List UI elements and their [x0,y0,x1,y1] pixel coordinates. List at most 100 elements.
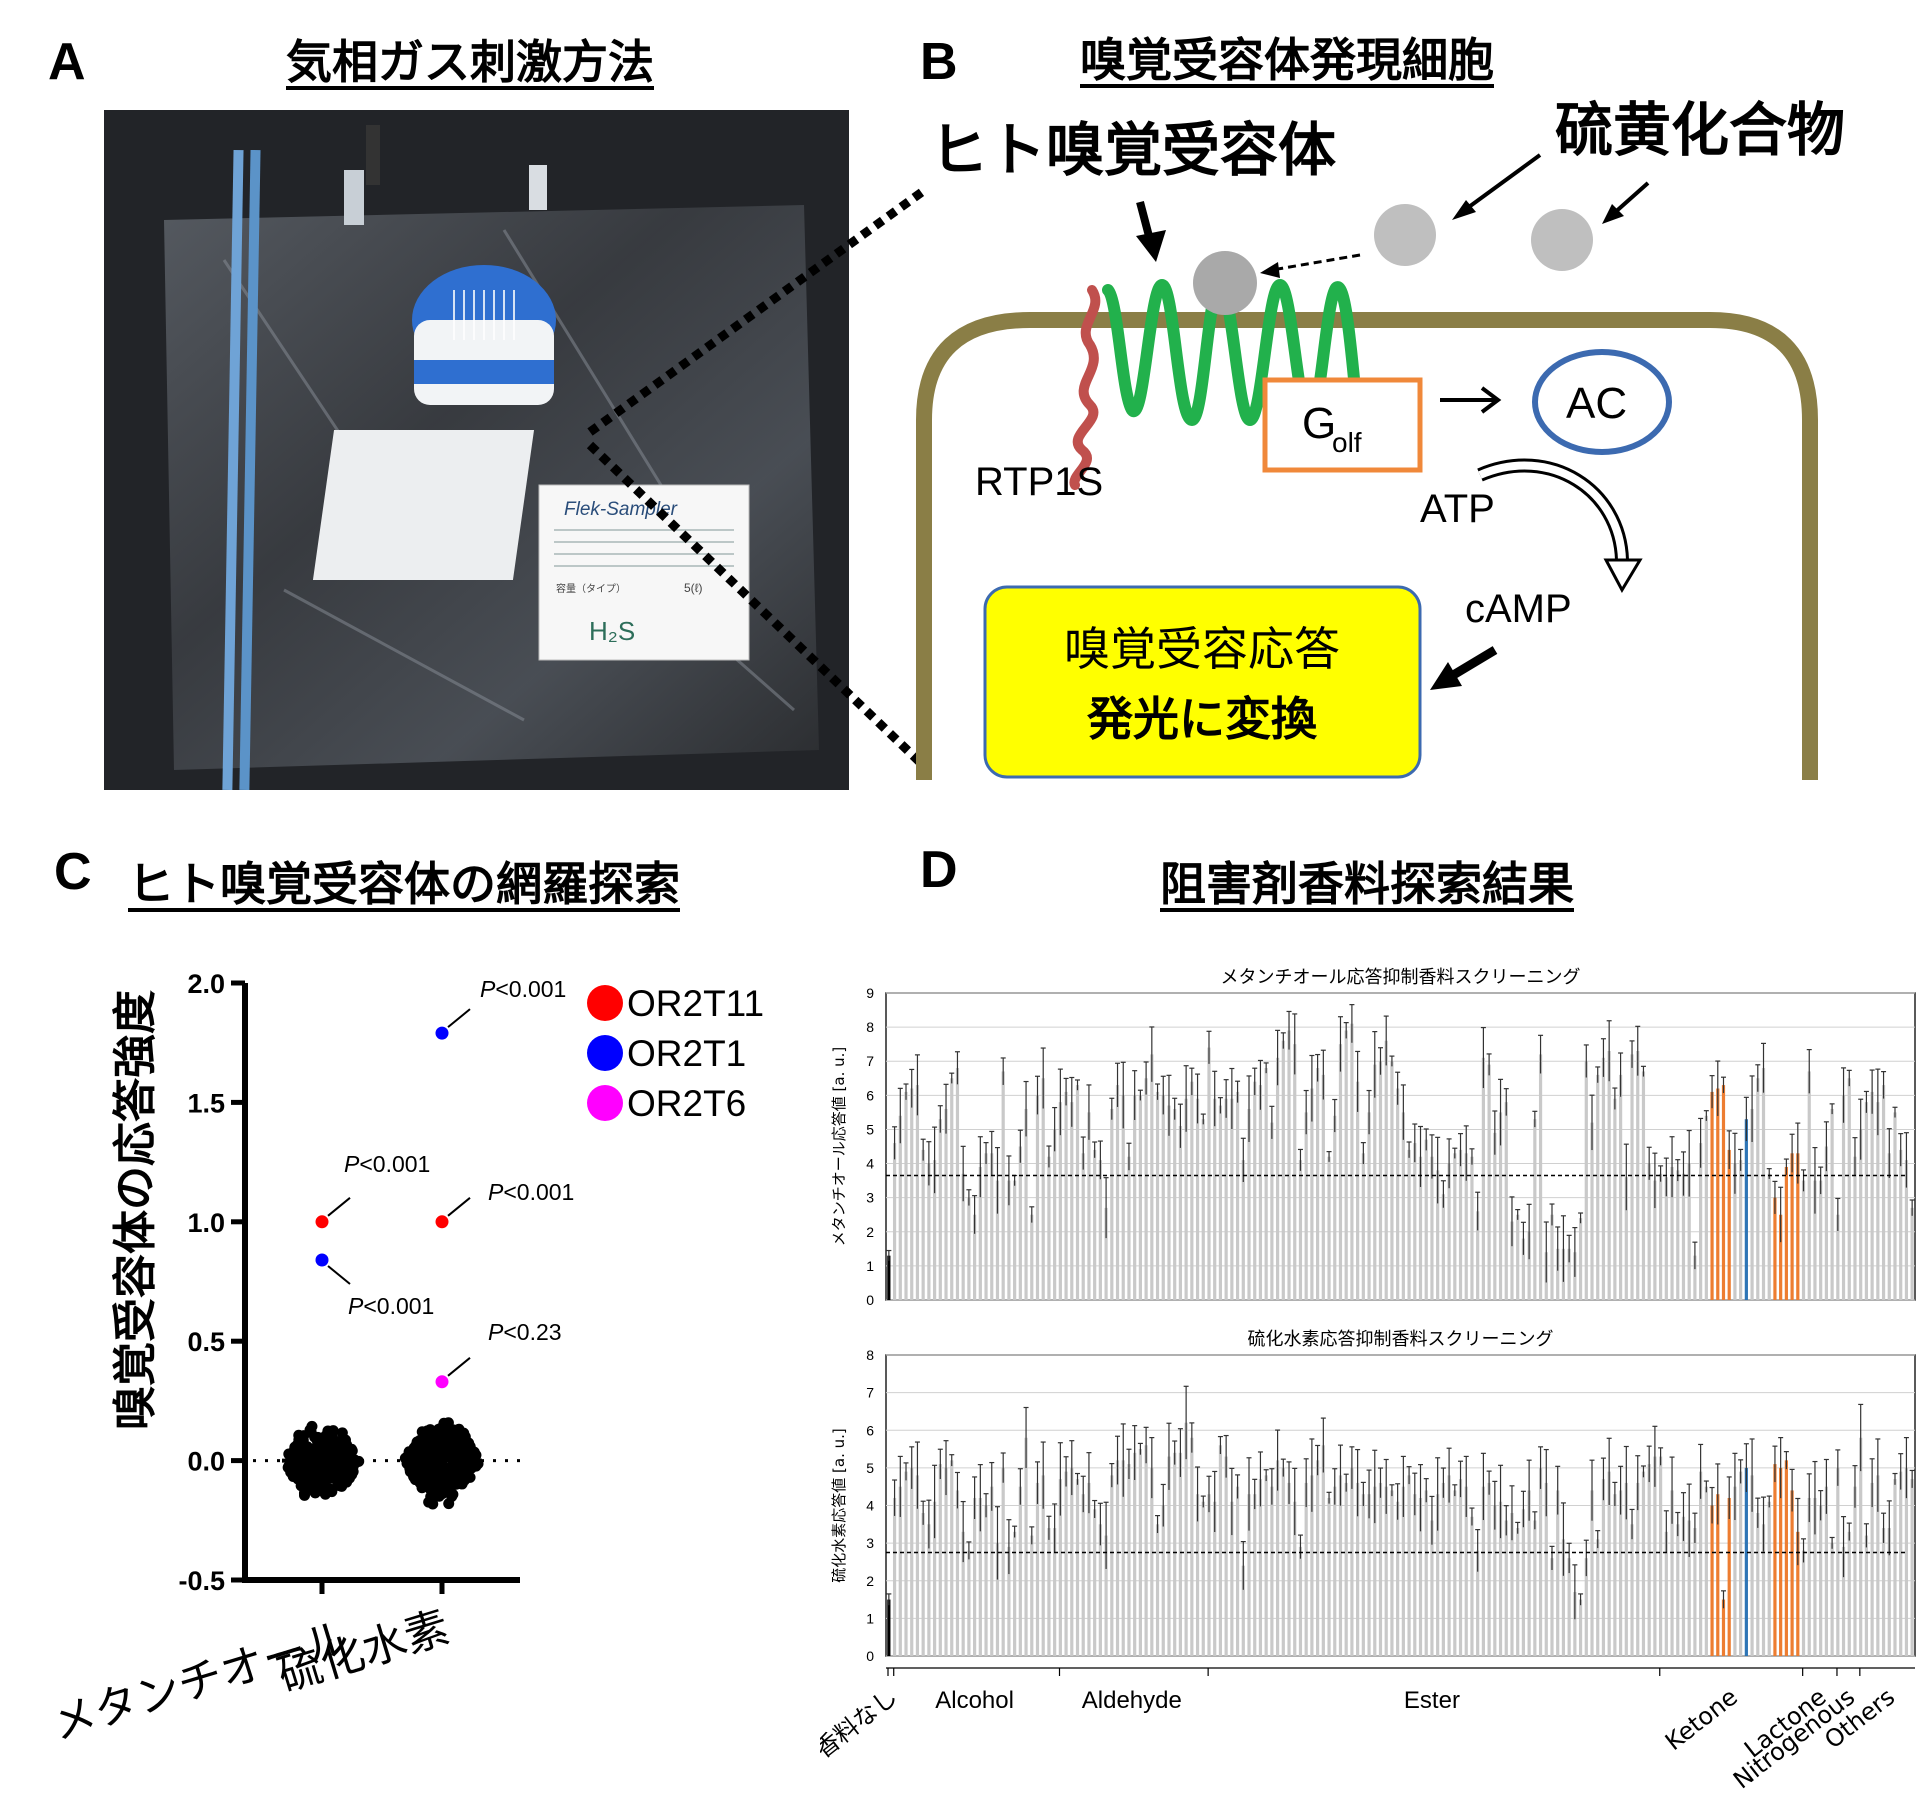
bar [1819,1180,1823,1300]
bar [1841,1095,1846,1300]
bar [973,1214,977,1300]
bar [1058,1479,1062,1656]
bar [1093,1509,1097,1656]
bound-compound [1193,251,1257,315]
receptor-point [427,1498,439,1510]
bar [1098,1524,1102,1656]
receptor-point [461,1460,473,1472]
bar [1378,1061,1383,1300]
bar [1664,1531,1668,1656]
bar [1801,1180,1806,1300]
bar [1596,1074,1600,1300]
y-tick-label: 1.5 [187,1088,225,1118]
bar [1830,1543,1834,1656]
bar [1064,1091,1068,1300]
control-bar [887,1599,891,1656]
bar [1127,1156,1131,1300]
bar [1498,1501,1503,1656]
category-label: 香料なし [820,1683,903,1764]
panel-c-letter: C [54,843,92,901]
bar [1098,1160,1102,1300]
bar [1470,1156,1474,1300]
receptor-hit-point-or2t6 [435,1375,449,1389]
bar [1733,1163,1737,1300]
bar [1430,1520,1434,1656]
bar [1390,1490,1394,1656]
bar [1350,1467,1354,1656]
bar [1378,1482,1383,1656]
bar [1864,1535,1869,1656]
bar [1887,1153,1891,1300]
y-tick-label: 2.0 [187,969,225,999]
bar [1195,1098,1200,1300]
bar [1247,1494,1251,1656]
bar [1024,1437,1028,1656]
down-arrow-icon [1136,200,1166,262]
receptor-point [297,1466,309,1478]
bar [1824,1146,1828,1300]
bar [1807,1071,1811,1300]
bar [1087,1482,1091,1656]
bar [961,1173,965,1300]
legend-marker-or2t6 [587,1085,623,1121]
bar [1167,1456,1171,1656]
bar [1904,1467,1909,1656]
bar [915,1085,920,1300]
bar [892,1497,897,1656]
bar [1218,1445,1223,1656]
bar [1178,1126,1183,1300]
bar [1699,1471,1703,1656]
receptor-point [411,1436,423,1448]
bar [950,1460,954,1656]
luminescence-response-box [983,585,1422,779]
bar [1293,1501,1297,1656]
bar [1344,1482,1348,1656]
bar [1018,1486,1022,1656]
camp-label: cAMP [1465,587,1572,631]
bar [1173,1452,1177,1656]
chart-title: 硫化水素応答抑制香料スクリーニング [1248,1329,1554,1350]
p-value-leader [327,1197,351,1217]
inhibitor-bar [1773,1464,1777,1656]
receptor-point [414,1471,426,1483]
receptor-point [285,1466,297,1478]
bar [1030,1214,1034,1300]
bar [1476,1211,1480,1300]
bar [1630,1054,1634,1300]
bar [1510,1513,1514,1656]
bar [1035,1482,1040,1656]
bar [910,1088,914,1300]
bar [1001,1071,1005,1300]
cell-membrane [916,312,1818,780]
bar [1287,1030,1291,1300]
bar [1899,1149,1903,1300]
bar [1870,1482,1874,1656]
bar [1275,1057,1280,1300]
bar [1413,1494,1417,1656]
legend-marker-or2t11 [587,985,623,1021]
bar [1910,1207,1914,1300]
bar [1407,1149,1411,1300]
bar [1436,1494,1440,1656]
bar [1687,1520,1691,1656]
bar [1464,1486,1468,1656]
bar [1407,1475,1411,1656]
bar [1813,1497,1817,1656]
bar [1247,1108,1251,1300]
bar [1813,1180,1817,1300]
bar [1167,1105,1171,1300]
bar [1115,1460,1120,1656]
bar [915,1475,920,1656]
bar [1659,1173,1663,1300]
y-axis-label: 硫化水素応答値 [a. u.] [830,1428,848,1582]
bar [904,1471,908,1656]
bar [1161,1505,1165,1656]
bar [1058,1102,1062,1300]
p-value-label: P<0.001 [348,1293,434,1319]
bar [1075,1479,1080,1656]
bar [1218,1105,1223,1300]
bar [1121,1460,1125,1656]
y-tick-label: 1.0 [187,1208,225,1238]
bar [1035,1095,1040,1300]
receptor-point [339,1438,351,1450]
